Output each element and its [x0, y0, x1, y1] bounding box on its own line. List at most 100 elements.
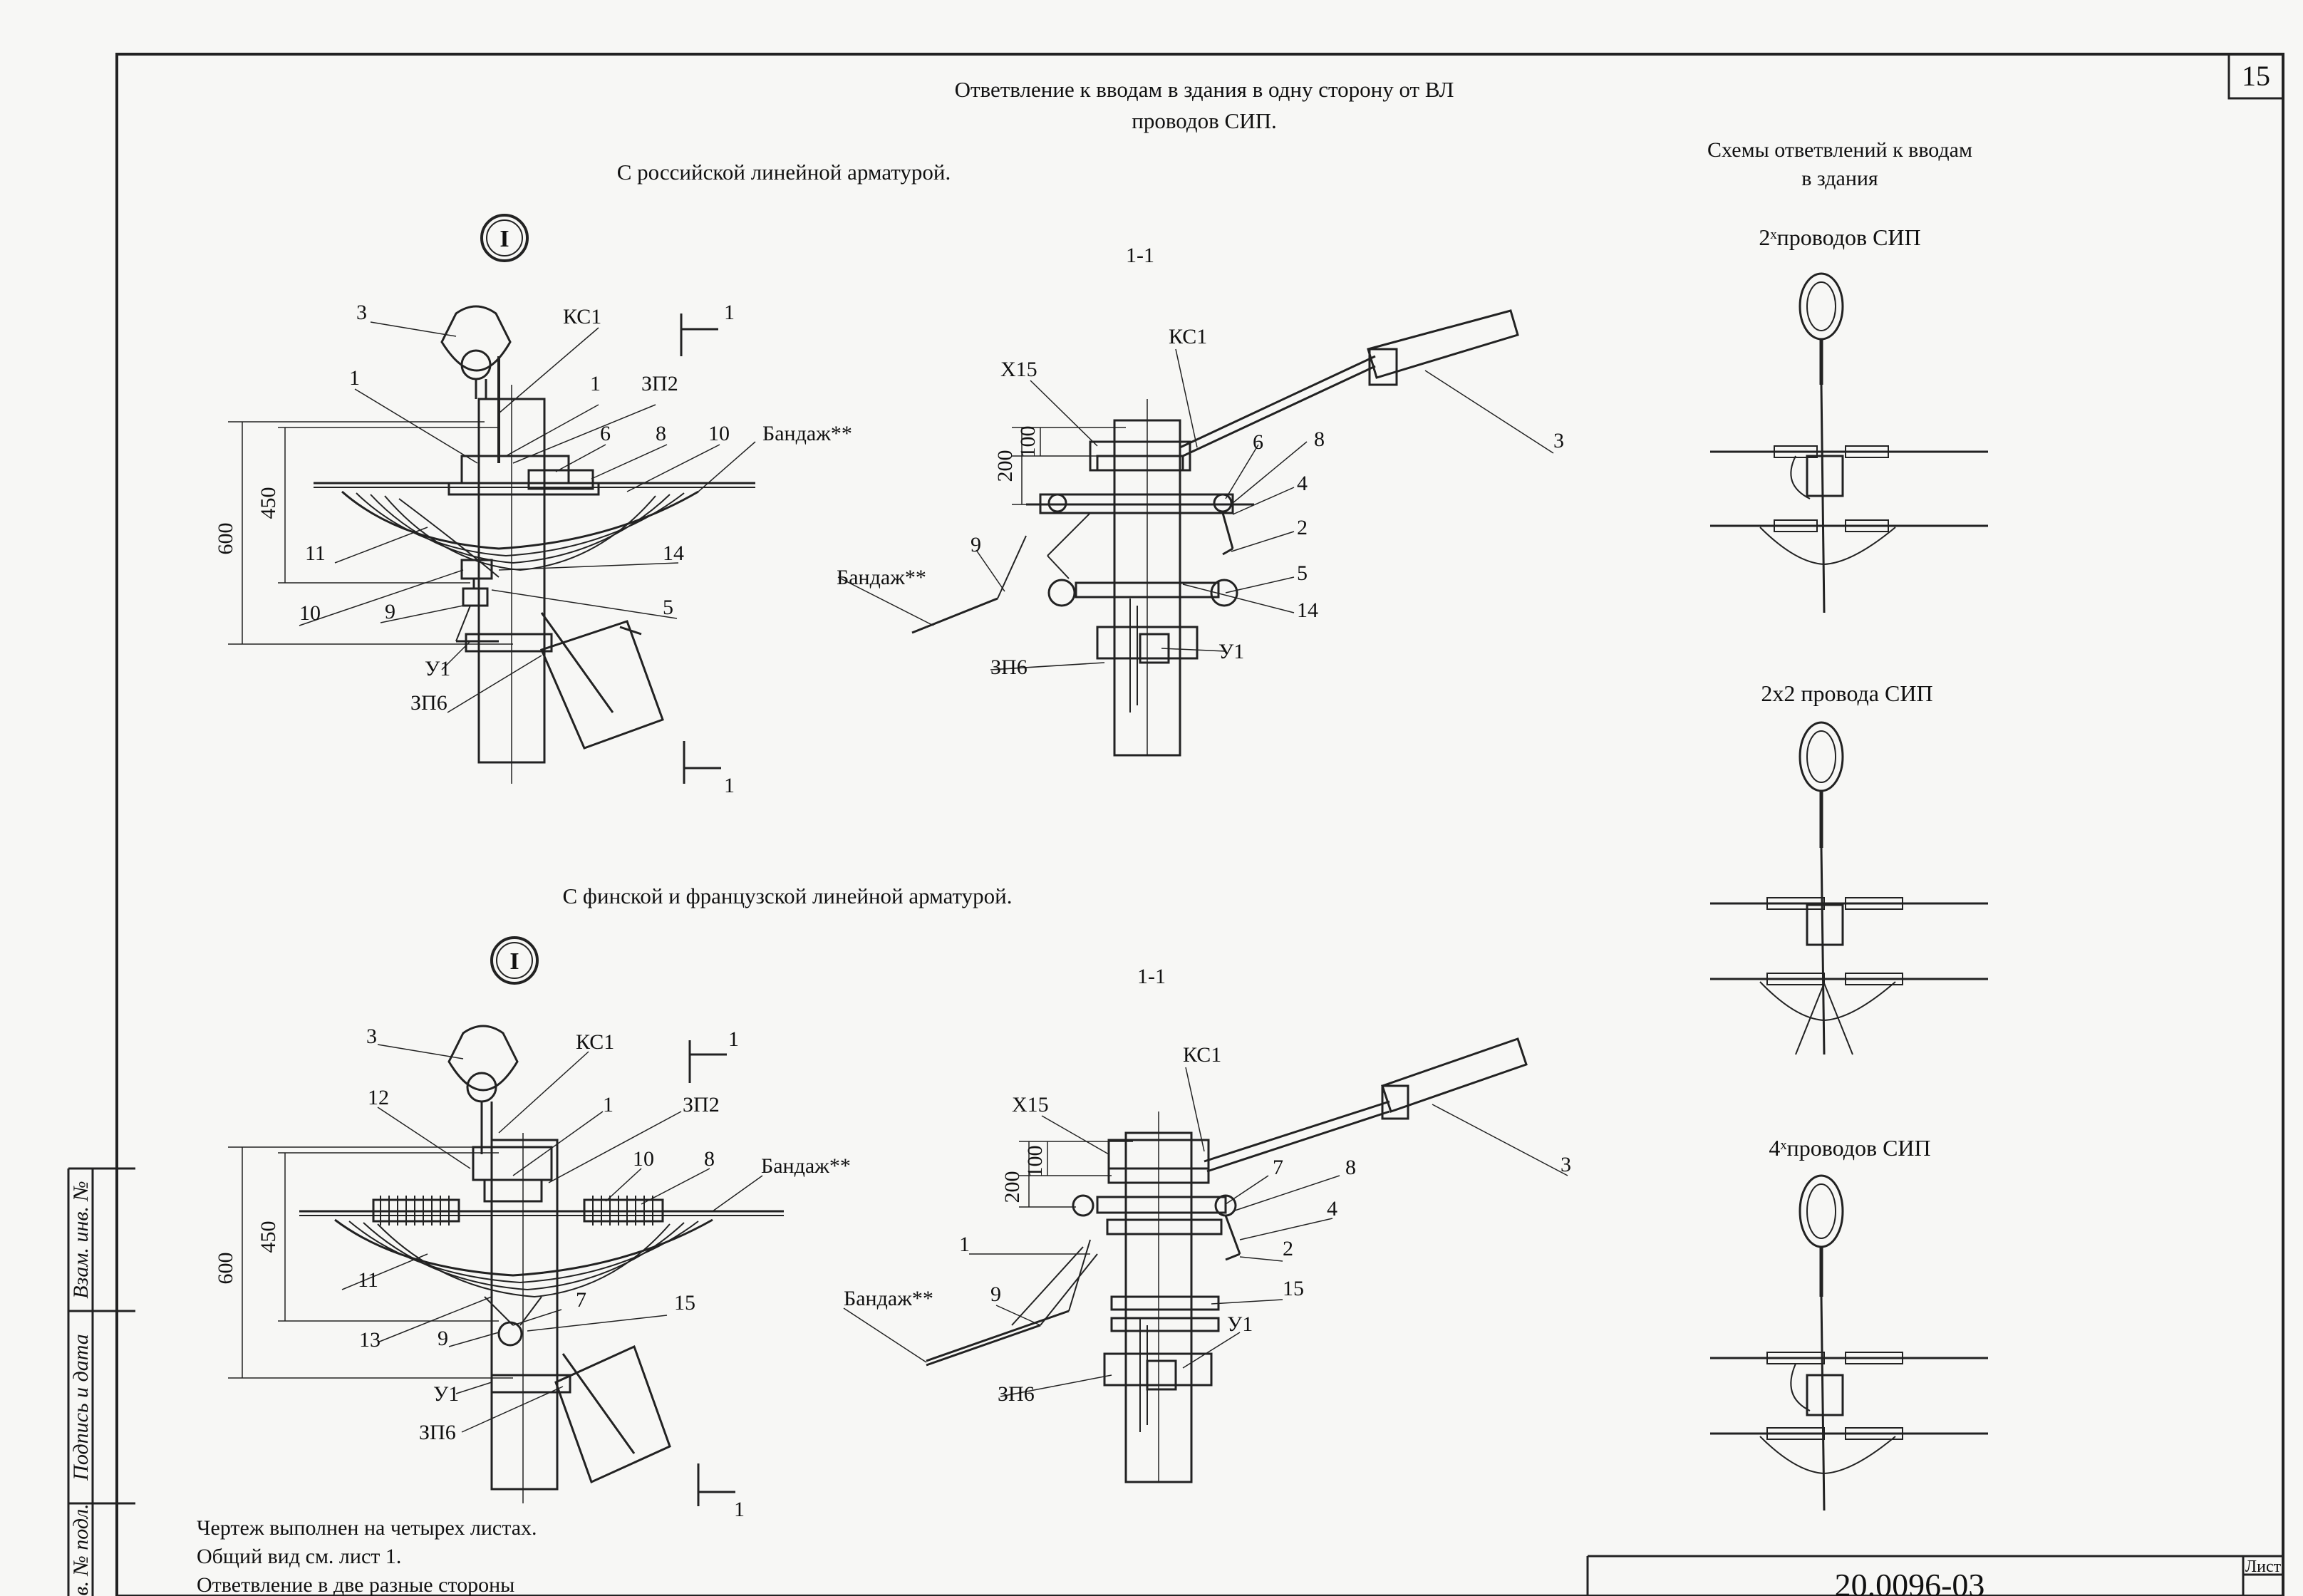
view-a-label-6: 6 [600, 422, 611, 445]
view-c-label-9: 9 [438, 1327, 448, 1350]
view-a-label-14: 14 [663, 542, 684, 565]
view-c-label-11: 11 [358, 1268, 378, 1292]
view-c-labels: I 1 1 3 КС1 12 1 ЗП2 10 8 Бандаж** 11 7 … [214, 948, 851, 1521]
view-d-label-4: 4 [1327, 1197, 1337, 1221]
note-line-3: Ответвление в две разные стороны [197, 1573, 514, 1596]
view-d-label-3: 3 [1561, 1153, 1571, 1176]
note-line-1: Чертеж выполнен на четырех листах. [197, 1516, 537, 1540]
view-a-cut-bottom: 1 [724, 774, 735, 797]
section-russian-header: С российской линейной арматурой. [617, 160, 951, 185]
sheet-number-box [2227, 53, 2284, 100]
view-b-label-5: 5 [1297, 561, 1308, 585]
view-c-dim-600: 600 [214, 1253, 237, 1285]
view-b-section-mark: 1-1 [1126, 244, 1154, 267]
view-b-label-u1: У1 [1218, 640, 1244, 663]
view-b-label-x15: Х15 [1000, 358, 1037, 381]
view-b-label-9: 9 [971, 533, 981, 556]
sheet-frame [115, 53, 2284, 1596]
document-number: 20.0096-03 [1835, 1567, 1985, 1596]
view-c-label-1: 1 [603, 1093, 614, 1116]
sheet-label: Лист [2245, 1558, 2282, 1576]
view-b-label-8: 8 [1314, 428, 1325, 451]
view-a-label-3: 3 [356, 301, 367, 324]
view-b-label-4: 4 [1297, 472, 1308, 495]
view-d-label-8: 8 [1345, 1156, 1356, 1179]
view-c-label-zp6: ЗП6 [419, 1421, 456, 1444]
view-a-label-bandage: Бандаж** [762, 422, 852, 445]
view-c-label-bandage: Бандаж** [761, 1154, 851, 1178]
title-block [1586, 1555, 2283, 1596]
view-a-label-1b: 1 [590, 372, 601, 395]
view-c-label-13: 13 [359, 1328, 381, 1352]
stamp-original-inv: в. № подл. [69, 1503, 93, 1595]
view-a-labels: I 1 1 3 КС1 1 1 ЗП2 6 8 10 Бандаж** 11 1… [214, 226, 852, 797]
scheme-2x2-wires [1710, 721, 1988, 1055]
view-a-label-8: 8 [656, 422, 666, 445]
view-b-dim-100: 100 [1016, 426, 1040, 458]
view-c-label-8: 8 [704, 1147, 715, 1171]
view-a-label-ks1: КС1 [563, 305, 601, 328]
view-b-label-3: 3 [1553, 429, 1564, 452]
view-b-label-zp6: ЗП6 [990, 656, 1028, 679]
view-a-label-u1: У1 [425, 657, 450, 680]
view-b-label-14: 14 [1297, 598, 1318, 622]
scheme-2x2-title: 2х2 провода СИП [1761, 680, 1932, 706]
view-b-dim-200: 200 [993, 450, 1017, 482]
view-b-label-bandage: Бандаж** [837, 566, 926, 589]
view-a-label-zp2: ЗП2 [641, 372, 678, 395]
view-c-label-u1: У1 [433, 1382, 459, 1406]
view-d-label-1: 1 [959, 1233, 970, 1256]
view-d-label-zp6: ЗП6 [998, 1382, 1035, 1406]
section-foreign-header: С финской и французской линейной арматур… [562, 884, 1012, 908]
view-b-label-2: 2 [1297, 516, 1308, 539]
title-line-1: Ответвление к вводам в здания в одну сто… [955, 77, 1454, 102]
stamp-signature-date: Подпись и дата [69, 1334, 93, 1481]
view-a-label-1a: 1 [349, 366, 360, 390]
view-a-label-5: 5 [663, 596, 673, 619]
view-c-label-3: 3 [366, 1025, 377, 1048]
view-d-label-9: 9 [990, 1282, 1001, 1306]
scheme-2-title: 2ˣпроводов СИП [1759, 224, 1920, 250]
view-d-label-x15: Х15 [1012, 1093, 1049, 1116]
view-c-cut-top: 1 [728, 1027, 739, 1051]
view-c-roman: I [509, 948, 519, 975]
view-b-section-russian [837, 309, 1554, 757]
sheet-number-top: 15 [2242, 60, 2270, 92]
view-d-label-2: 2 [1283, 1237, 1293, 1260]
schemes-title-2: в здания [1801, 167, 1878, 190]
view-d-label-bandage: Бандаж** [844, 1287, 933, 1310]
view-c-label-15: 15 [674, 1291, 695, 1315]
view-d-dim-200: 200 [1000, 1171, 1024, 1203]
view-d-label-15: 15 [1283, 1277, 1304, 1300]
view-b-label-6: 6 [1253, 430, 1263, 454]
view-c-label-7: 7 [576, 1288, 586, 1312]
view-a-cut-top: 1 [724, 301, 735, 324]
view-d-dim-100: 100 [1023, 1146, 1047, 1178]
view-a-roman: I [500, 226, 509, 252]
title-line-2: проводов СИП. [1132, 108, 1276, 133]
view-d-label-7: 7 [1273, 1156, 1283, 1179]
schemes-title-1: Схемы ответвлений к вводам [1707, 138, 1972, 162]
view-d-section-mark: 1-1 [1137, 965, 1166, 988]
view-c-label-12: 12 [368, 1086, 389, 1109]
view-a-dim-600: 600 [214, 523, 237, 555]
view-c-dim-450: 450 [257, 1221, 280, 1253]
view-b-labels: 1-1 Х15 КС1 3 6 8 4 2 5 14 9 Бандаж** У1… [837, 244, 1564, 679]
view-a-label-zp6: ЗП6 [410, 691, 447, 715]
scheme-4-title: 4ˣпроводов СИП [1769, 1135, 1930, 1161]
scheme-4-wires [1710, 1174, 1988, 1511]
view-a-russian [228, 214, 756, 784]
stamp-replace-inv: Взам. инв. № [69, 1181, 93, 1298]
side-stamp [67, 1167, 135, 1596]
note-line-2: Общий вид см. лист 1. [197, 1545, 401, 1568]
view-b-label-ks1: КС1 [1169, 325, 1207, 348]
view-c-cut-bottom: 1 [734, 1498, 745, 1521]
view-a-label-9: 9 [385, 600, 395, 623]
view-d-labels: 1-1 Х15 КС1 3 7 8 4 2 1 15 9 Бандаж** У1… [844, 965, 1571, 1406]
view-a-label-10b: 10 [299, 601, 321, 625]
view-a-dim-450: 450 [257, 487, 280, 519]
view-c-label-10: 10 [633, 1147, 654, 1171]
view-c-label-ks1: КС1 [576, 1030, 614, 1054]
